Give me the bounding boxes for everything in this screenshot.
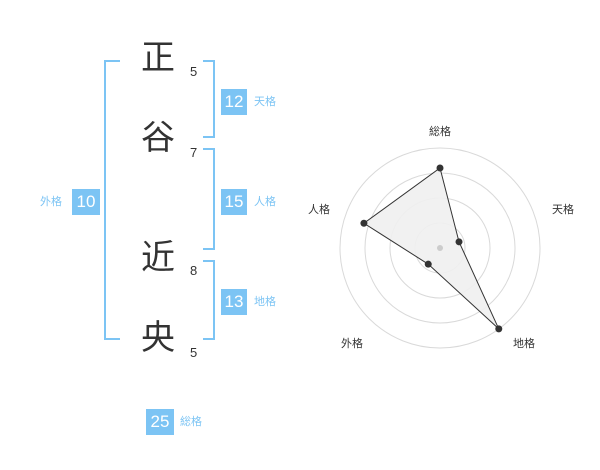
chikaku-badge: 13 [221, 289, 247, 315]
tenkaku-badge: 12 [221, 89, 247, 115]
gaikaku-label: 外格 [40, 195, 62, 208]
name-char-1: 正 [141, 38, 175, 78]
radar-center-dot [437, 245, 443, 251]
radar-point-3 [495, 325, 503, 333]
radar-axis-label-jinkaku: 人格 [308, 203, 330, 216]
radar-axis-label-chikaku: 地格 [513, 337, 535, 350]
radar-point-4 [424, 260, 432, 268]
chikaku-bracket [203, 260, 215, 340]
soukaku-label: 総格 [180, 415, 202, 428]
jinkaku-label: 人格 [254, 195, 276, 208]
tenkaku-bracket [203, 60, 215, 138]
stroke-count-1: 5 [190, 64, 198, 79]
name-char-3: 近 [141, 238, 175, 278]
stroke-count-4: 5 [190, 345, 198, 360]
jinkaku-badge: 15 [221, 189, 247, 215]
radar-grid-ring [339, 147, 541, 349]
name-char-4: 央 [141, 318, 175, 358]
jinkaku-bracket [203, 148, 215, 250]
chikaku-label: 地格 [254, 295, 276, 308]
radar-point-1 [436, 164, 444, 172]
stroke-count-2: 7 [190, 145, 198, 160]
radar-series-polygon [363, 167, 500, 330]
radar-point-2 [455, 238, 463, 246]
gaikaku-bracket [104, 60, 120, 340]
radar-axis-label-tenkaku: 天格 [552, 203, 574, 216]
tenkaku-label: 天格 [254, 95, 276, 108]
name-char-2: 谷 [141, 118, 175, 158]
gaikaku-badge: 10 [72, 189, 100, 215]
radar-chart [339, 147, 541, 349]
soukaku-badge: 25 [146, 409, 174, 435]
radar-axis-label-soukaku: 総格 [429, 125, 451, 138]
radar-point-5 [360, 219, 368, 227]
radar-axis-label-gaikaku: 外格 [341, 337, 363, 350]
stroke-count-3: 8 [190, 263, 198, 278]
